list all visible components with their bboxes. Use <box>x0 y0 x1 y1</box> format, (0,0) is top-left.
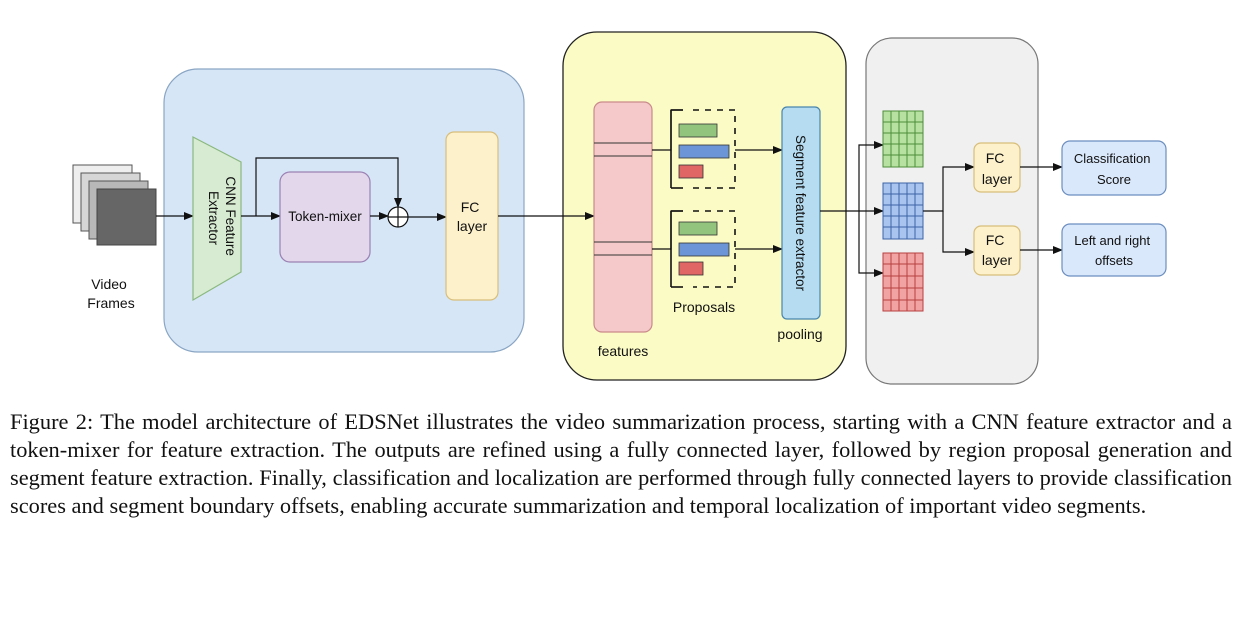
proposal-group-top <box>670 109 736 189</box>
classification-score-box <box>1061 140 1167 196</box>
skip-connection <box>255 157 402 216</box>
cnn-feature-extractor <box>192 136 242 302</box>
fc-layer-box <box>445 131 499 301</box>
segment-feature-extractor <box>781 106 821 320</box>
offsets-box <box>1061 223 1167 277</box>
proposal-bar-green <box>678 123 718 138</box>
fc-layer-top-label: FC layer <box>982 150 1013 187</box>
fc-layer-bottom-label: FC layer <box>982 232 1013 268</box>
features-label: features <box>598 343 649 359</box>
proposal-bar-red <box>678 164 704 179</box>
sum-node-icon <box>387 206 409 228</box>
pooling-label: pooling <box>777 326 822 342</box>
token-mixer-box <box>279 171 371 263</box>
features-bar <box>593 101 653 333</box>
proposals-label: Proposals <box>673 299 735 315</box>
proposal-group-bottom <box>670 210 736 288</box>
red-matrix-icon <box>882 252 924 312</box>
proposal-bar-green <box>678 221 718 236</box>
classification-score-label: Classification Score <box>1074 151 1154 187</box>
green-matrix-icon <box>882 110 924 168</box>
proposal-bar-red <box>678 261 704 276</box>
video-frames-label: Video Frames <box>87 276 134 311</box>
figure-caption: Figure 2: The model architecture of EDSN… <box>10 409 1232 518</box>
architecture-diagram: Video Frames CNN Feature Extractor Token… <box>72 31 1167 385</box>
proposal-bar-blue <box>678 242 730 257</box>
fc-layer-label: FC layer <box>457 199 488 234</box>
cnn-feature-extractor-label: CNN Feature Extractor <box>206 176 238 259</box>
blue-matrix-icon <box>882 182 924 240</box>
video-frames-icon <box>72 164 157 246</box>
offsets-label: Left and right offsets <box>1074 233 1154 268</box>
proposal-bar-blue <box>678 144 730 159</box>
segment-feature-extractor-label: Segment feature extractor <box>793 135 808 292</box>
token-mixer-label: Token-mixer <box>288 209 362 224</box>
